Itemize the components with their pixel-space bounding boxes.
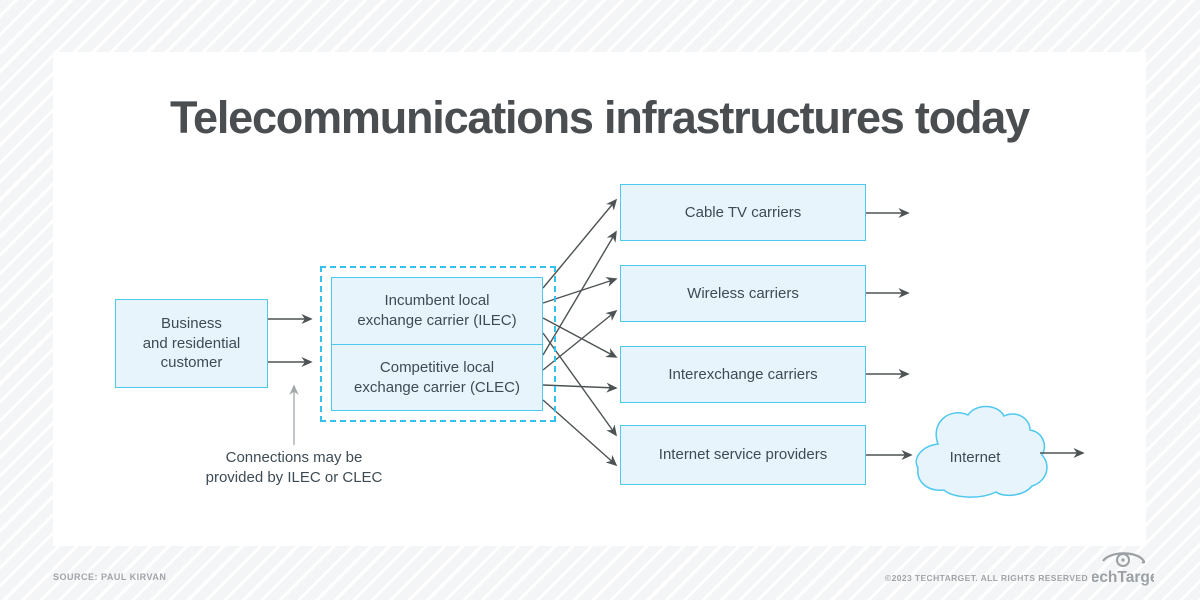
clec-box: Competitive local exchange carrier (CLEC… bbox=[331, 344, 543, 411]
internet-service-providers-label: Internet service providers bbox=[658, 446, 828, 464]
internet-cloud-label: Internet bbox=[949, 449, 1001, 466]
techtarget-wordmark: TechTarget bbox=[1092, 569, 1154, 586]
clec-box-label: Competitive local exchange carrier (CLEC… bbox=[354, 358, 520, 396]
techtarget-eye-icon bbox=[1102, 552, 1146, 567]
page-title: Telecommunications infrastructures today bbox=[170, 92, 1030, 143]
interexchange-carriers-label: Interexchange carriers bbox=[668, 365, 818, 383]
wireless-carriers-box: Wireless carriers bbox=[620, 265, 866, 322]
customer-box: Business and residential customer bbox=[115, 299, 268, 388]
copyright-notice: ©2023 TECHTARGET. ALL RIGHTS RESERVED bbox=[884, 573, 1088, 583]
internet-service-providers-box: Internet service providers bbox=[620, 425, 866, 485]
lec-group-outline bbox=[320, 266, 556, 422]
cable-tv-carriers-label: Cable TV carriers bbox=[684, 203, 802, 221]
ilec-box-label: Incumbent local exchange carrier (ILEC) bbox=[357, 292, 517, 329]
wireless-carriers-label: Wireless carriers bbox=[687, 284, 799, 302]
customer-box-label: Business and residential customer bbox=[142, 314, 241, 372]
techtarget-logo: TechTarget bbox=[1092, 552, 1154, 586]
interexchange-carriers-box: Interexchange carriers bbox=[620, 346, 866, 403]
cable-tv-carriers-box: Cable TV carriers bbox=[620, 184, 866, 241]
annotation-text: Connections may be provided by ILEC or C… bbox=[205, 449, 383, 486]
source-credit: SOURCE: PAUL KIRVAN bbox=[53, 572, 167, 582]
ilec-box: Incumbent local exchange carrier (ILEC) bbox=[331, 277, 543, 345]
